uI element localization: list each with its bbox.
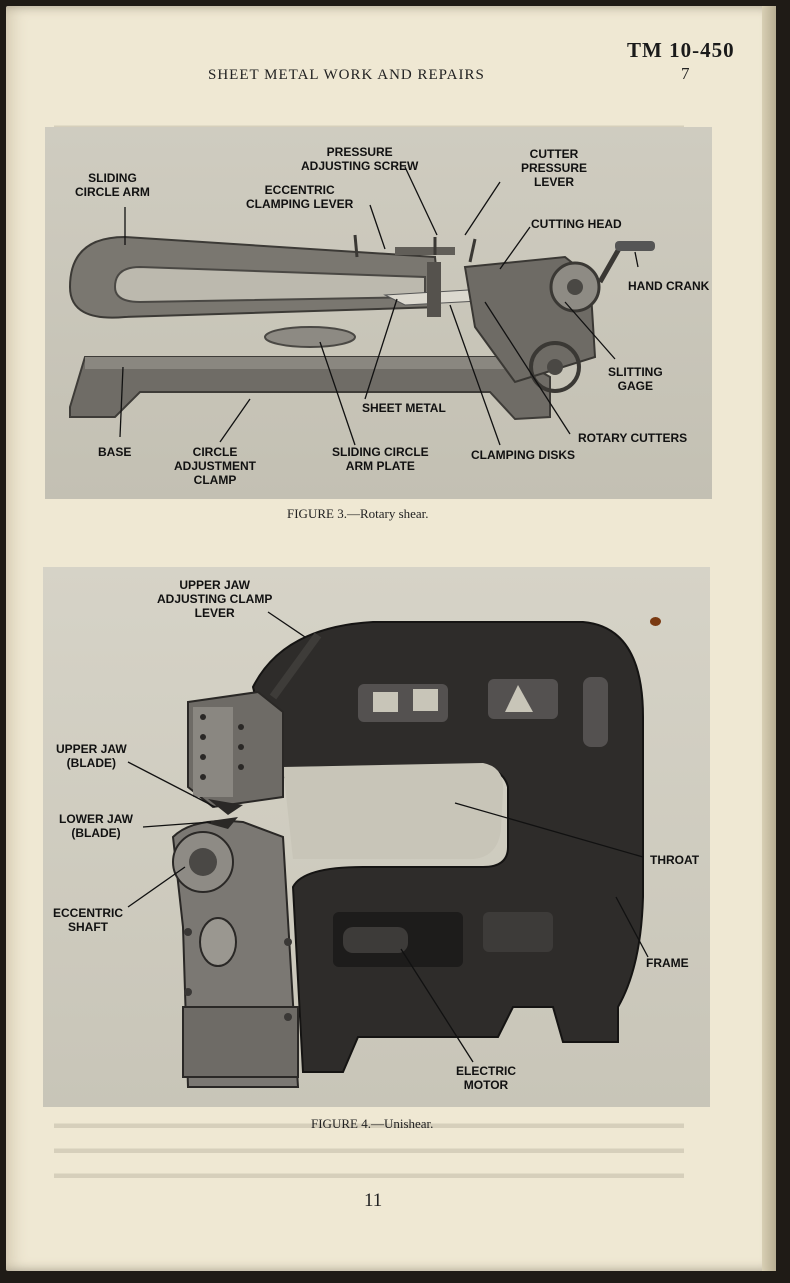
label-slitting-gage: SLITTING GAGE bbox=[608, 365, 663, 393]
figure-unishear-photo: UPPER JAW ADJUSTING CLAMP LEVER UPPER JA… bbox=[43, 567, 710, 1107]
page-number: 11 bbox=[364, 1190, 383, 1211]
label-frame: FRAME bbox=[646, 956, 689, 970]
label-electric-motor: ELECTRIC MOTOR bbox=[456, 1064, 516, 1092]
technical-manual-number: TM 10-450 bbox=[627, 38, 735, 62]
label-sliding-circle-arm: SLIDING CIRCLE ARM bbox=[75, 171, 150, 199]
manual-page-number: 7 bbox=[681, 64, 690, 83]
figure-rotary-shear-photo: SLIDING CIRCLE ARM PRESSURE ADJUSTING SC… bbox=[45, 127, 712, 499]
figure-4-caption: FIGURE 4.—Unishear. bbox=[311, 1116, 434, 1131]
label-throat: THROAT bbox=[650, 853, 700, 867]
label-sheet-metal: SHEET METAL bbox=[362, 401, 446, 415]
bleed-through-text: ▬▬▬▬▬▬▬▬▬▬▬▬▬▬▬▬▬▬▬▬▬▬▬▬▬▬▬▬▬▬▬▬▬▬▬▬▬▬▬▬… bbox=[54, 1166, 684, 1182]
label-sliding-circle-arm-plate: SLIDING CIRCLE ARM PLATE bbox=[332, 445, 429, 473]
ink-spot bbox=[650, 617, 661, 626]
label-cutter-pressure-lever: CUTTER PRESSURE LEVER bbox=[521, 147, 588, 189]
label-eccentric-clamping-lever: ECCENTRIC CLAMPING LEVER bbox=[246, 183, 354, 211]
label-rotary-cutters: ROTARY CUTTERS bbox=[578, 431, 688, 445]
page-edge bbox=[762, 6, 776, 1271]
rotary-shear-illustration bbox=[68, 166, 655, 446]
figure-3-caption: FIGURE 3.—Rotary shear. bbox=[287, 506, 429, 521]
label-eccentric-shaft: ECCENTRIC SHAFT bbox=[53, 906, 124, 934]
label-upper-jaw-adjusting-clamp-lever: UPPER JAW ADJUSTING CLAMP LEVER bbox=[157, 578, 273, 620]
label-hand-crank: HAND CRANK bbox=[628, 279, 710, 293]
bleed-through-text: ▬▬▬▬▬▬▬▬▬▬▬▬▬▬▬▬▬▬▬▬▬▬▬▬▬▬▬▬▬▬▬▬▬▬▬▬▬▬▬▬… bbox=[54, 1116, 684, 1132]
label-clamping-disks: CLAMPING DISKS bbox=[471, 448, 576, 462]
bleed-through-text: ▬▬▬▬▬▬▬▬▬▬▬▬▬▬▬▬▬▬▬▬▬▬▬▬▬▬▬▬▬▬▬▬▬▬▬▬▬▬▬▬… bbox=[54, 1141, 684, 1157]
label-upper-jaw: UPPER JAW (BLADE) bbox=[56, 742, 127, 770]
label-cutting-head: CUTTING HEAD bbox=[531, 217, 622, 231]
label-pressure-adjusting-screw: PRESSURE ADJUSTING SCREW bbox=[301, 145, 419, 173]
label-lower-jaw: LOWER JAW (BLADE) bbox=[59, 812, 133, 840]
unishear-illustration bbox=[127, 611, 649, 1088]
label-circle-adjustment-clamp: CIRCLE ADJUSTMENT CLAMP bbox=[174, 445, 257, 487]
label-base: BASE bbox=[98, 445, 132, 459]
running-header: SHEET METAL WORK AND REPAIRS bbox=[208, 67, 485, 83]
